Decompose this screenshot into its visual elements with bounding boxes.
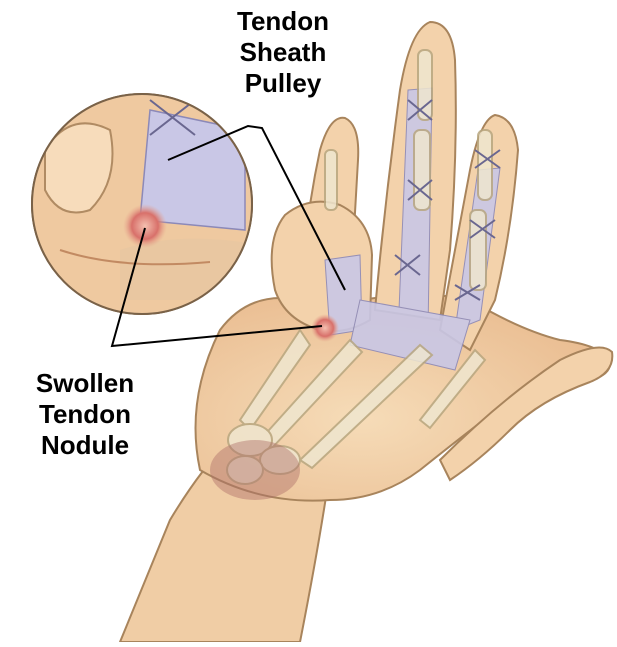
label-tendon-sheath-pulley: Tendon Sheath Pulley (208, 6, 358, 99)
label-line: Tendon (208, 6, 358, 37)
label-line: Swollen (10, 368, 160, 399)
label-line: Sheath (208, 37, 358, 68)
wrist-shadow (210, 440, 300, 500)
label-swollen-tendon-nodule: Swollen Tendon Nodule (10, 368, 160, 461)
magnified-inset (20, 75, 260, 320)
swollen-nodule-hand (311, 314, 339, 342)
label-line: Nodule (10, 430, 160, 461)
label-line: Pulley (208, 68, 358, 99)
label-line: Tendon (10, 399, 160, 430)
